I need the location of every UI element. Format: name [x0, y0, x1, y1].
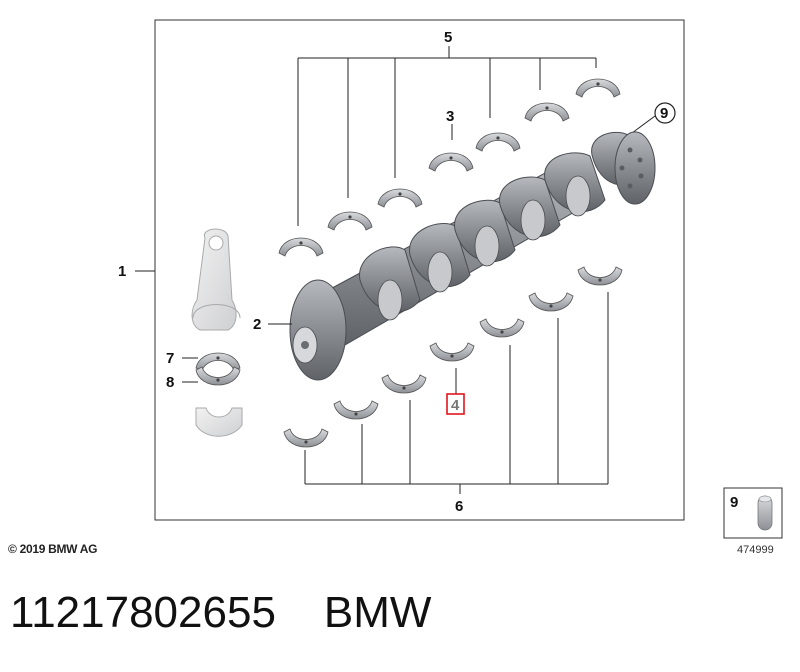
label-2: 2	[253, 316, 261, 333]
lower-shell-1	[283, 428, 329, 448]
lower-shell-2	[333, 400, 379, 420]
upper-shell-4	[428, 152, 474, 172]
upper-shell-7	[575, 78, 621, 98]
bracket-6	[304, 292, 609, 494]
bracket-5	[297, 46, 597, 226]
svg-text:9: 9	[660, 105, 668, 122]
rod-bearing-lower	[195, 366, 241, 386]
upper-shell-3	[377, 188, 423, 208]
copyright-notice: © 2019 BMW AG	[8, 542, 98, 556]
label-8: 8	[166, 374, 174, 391]
label-4: 4	[451, 397, 460, 414]
upper-shell-1	[278, 237, 324, 257]
connecting-rod	[191, 228, 241, 331]
upper-shell-6	[524, 102, 570, 122]
footer-caption: 11217802655 BMW	[10, 588, 431, 638]
label-1: 1	[118, 263, 126, 280]
crankshaft	[289, 131, 656, 381]
rod-cap	[195, 407, 243, 437]
lower-shell-4	[429, 342, 475, 362]
label-3: 3	[446, 108, 454, 125]
inset-dowel-pin: 9	[723, 487, 783, 539]
upper-shell-2	[327, 211, 373, 231]
inset-number: 474999	[737, 544, 774, 556]
lower-shell-5	[479, 318, 525, 338]
callout-9: 9	[627, 102, 676, 137]
part-number: 11217802655	[10, 588, 276, 637]
label-7: 7	[166, 350, 174, 367]
label-6: 6	[455, 498, 463, 515]
lower-shell-6	[528, 292, 574, 312]
lower-shell-7	[577, 266, 623, 286]
brand-name: BMW	[323, 588, 432, 637]
svg-text:9: 9	[730, 494, 738, 511]
main-frame	[154, 19, 685, 521]
upper-shell-5	[475, 132, 521, 152]
highlight-box-4	[446, 393, 465, 415]
lower-shell-3	[381, 374, 427, 394]
label-5: 5	[444, 29, 452, 46]
